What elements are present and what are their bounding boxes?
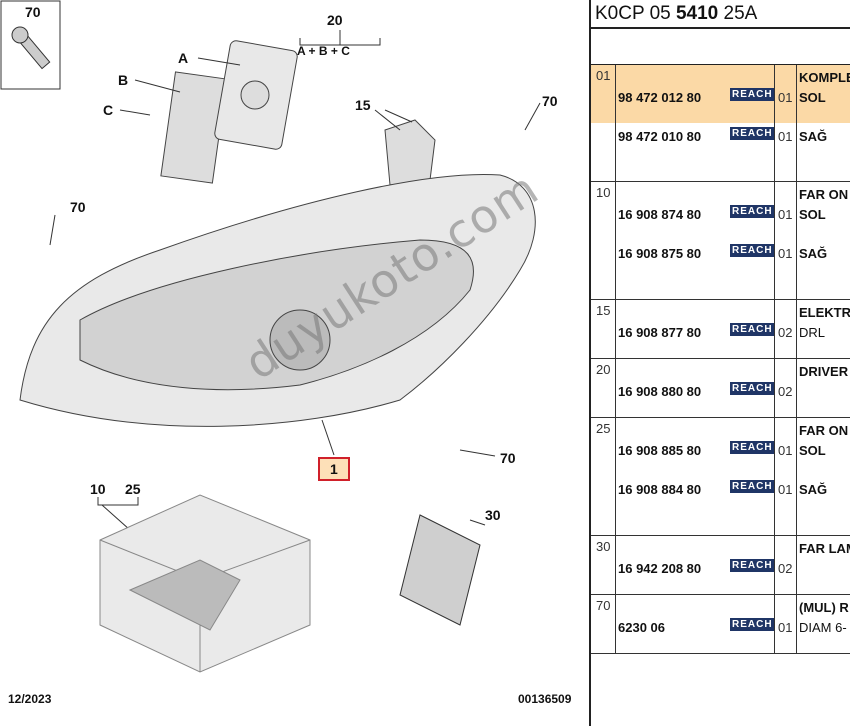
reach-badge: REACH (730, 480, 775, 493)
quantity: 01 (778, 90, 793, 105)
quantity: 01 (778, 129, 793, 144)
callout-20[interactable]: 20 (327, 12, 343, 28)
table-row[interactable]: 16 942 208 80 REACH 02 (591, 559, 850, 581)
callout-10[interactable]: 10 (90, 481, 106, 497)
part-reference[interactable]: 16 908 874 80 (618, 207, 702, 222)
part-title: FAR ON (799, 187, 849, 202)
position-number: 10 (596, 185, 611, 200)
quantity: 01 (778, 482, 793, 497)
position-number: 30 (596, 539, 611, 554)
quantity: 01 (778, 207, 793, 222)
table-row[interactable]: 16 908 875 80 REACH 01 SAĞ (591, 244, 850, 266)
table-row[interactable]: 16 908 884 80 REACH 01 SAĞ (591, 480, 850, 502)
part-group-30: 30 16 942 208 80 REACH 02 FAR LAM (591, 536, 850, 595)
position-number: 15 (596, 303, 611, 318)
part-title: ELEKTR (799, 305, 850, 320)
part-title: KOMPLE (799, 70, 850, 85)
part-reference[interactable]: 16 908 884 80 (618, 482, 702, 497)
callout-1[interactable]: 1 (318, 457, 350, 481)
part-group-20: 20 16 908 880 80 REACH 02 DRIVER (591, 359, 850, 418)
quantity: 02 (778, 384, 793, 399)
part-reference[interactable]: 16 942 208 80 (618, 561, 702, 576)
repair-kit-box (99, 494, 311, 673)
reach-badge: REACH (730, 382, 775, 395)
table-row[interactable]: 16 908 877 80 REACH 02 DRL (591, 323, 850, 345)
part-group-70: 70 6230 06 REACH 01 DIAM 6- (MUL) R (591, 595, 850, 654)
part-description: SOL (799, 207, 826, 222)
callout-30[interactable]: 30 (485, 507, 501, 523)
table-row[interactable]: 6230 06 REACH 01 DIAM 6- (591, 618, 850, 640)
callout-70[interactable]: 70 (25, 4, 41, 20)
table-row[interactable]: 98 472 010 80 REACH 01 SAĞ (591, 127, 850, 149)
reach-badge: REACH (730, 244, 775, 257)
screw-inset-box (0, 0, 61, 90)
reach-badge: REACH (730, 441, 775, 454)
headlamp-body (19, 173, 536, 427)
diagram-date: 12/2023 (8, 692, 52, 706)
reach-badge: REACH (730, 323, 775, 336)
callout-70[interactable]: 70 (542, 93, 558, 109)
reach-badge: REACH (730, 205, 775, 218)
part-title: DRIVER (799, 364, 849, 379)
part-reference[interactable]: 98 472 012 80 (618, 90, 702, 105)
callout-b[interactable]: B (118, 72, 129, 88)
reach-badge: REACH (730, 618, 775, 631)
reach-badge: REACH (730, 559, 775, 572)
lamp-cover-icon (399, 514, 481, 626)
table-row[interactable]: 98 472 012 80 REACH 01 SOL (591, 88, 850, 110)
parts-diagram: 70 20 A + B + C A B C 15 70 70 70 1 10 2… (0, 0, 572, 706)
position-number: 20 (596, 362, 611, 377)
part-title: FAR ON (799, 423, 849, 438)
catalog-title: K0CP 05 5410 25A (595, 3, 758, 24)
divider (591, 27, 850, 29)
callout-15[interactable]: 15 (355, 97, 371, 113)
position-number: 70 (596, 598, 611, 613)
part-description: DIAM 6- (799, 620, 847, 635)
table-row[interactable]: 16 908 880 80 REACH 02 (591, 382, 850, 404)
callout-70[interactable]: 70 (500, 450, 516, 466)
callout-25[interactable]: 25 (125, 481, 141, 497)
reach-badge: REACH (730, 88, 775, 101)
callout-70[interactable]: 70 (70, 199, 86, 215)
part-description: DRL (799, 325, 826, 340)
part-reference[interactable]: 98 472 010 80 (618, 129, 702, 144)
part-description: SOL (799, 443, 826, 458)
table-row[interactable]: 16 908 874 80 REACH 01 SOL (591, 205, 850, 227)
callout-c[interactable]: C (103, 102, 114, 118)
part-description: SAĞ (799, 482, 828, 497)
diagram-code: 00136509 (518, 692, 572, 706)
driver-module-icon (160, 40, 298, 184)
part-reference[interactable]: 16 908 885 80 (618, 443, 702, 458)
callout-a[interactable]: A (178, 50, 189, 66)
part-title: (MUL) R (799, 600, 849, 615)
part-title: FAR LAM (799, 541, 850, 556)
quantity: 01 (778, 620, 793, 635)
part-reference[interactable]: 16 908 880 80 (618, 384, 702, 399)
headlamp-illustration (0, 0, 541, 673)
part-group-25: 25 16 908 885 80 REACH 01 SOL FAR ON 16 90… (591, 418, 850, 536)
table-row[interactable]: 16 908 885 80 REACH 01 SOL (591, 441, 850, 463)
part-description: SAĞ (799, 246, 828, 261)
part-description: SOL (799, 90, 826, 105)
position-number: 01 (596, 68, 611, 83)
parts-table-panel: K0CP 05 5410 25A 01 98 472 012 80 REACH … (589, 0, 850, 726)
reach-badge: REACH (730, 127, 775, 140)
part-reference[interactable]: 6230 06 (618, 620, 665, 635)
quantity: 02 (778, 325, 793, 340)
screw-icon (11, 26, 51, 70)
quantity: 01 (778, 443, 793, 458)
part-group-15: 15 16 908 877 80 REACH 02 DRL ELEKTR (591, 300, 850, 359)
part-reference[interactable]: 16 908 875 80 (618, 246, 702, 261)
part-description: SAĞ (799, 129, 828, 144)
drl-module-icon (384, 119, 436, 186)
part-reference[interactable]: 16 908 877 80 (618, 325, 702, 340)
quantity: 01 (778, 246, 793, 261)
quantity: 02 (778, 561, 793, 576)
part-group-10: 10 16 908 874 80 REACH 01 SOL FAR ON 16 90… (591, 182, 850, 300)
callout-20-subtitle: A + B + C (297, 44, 350, 58)
position-number: 25 (596, 421, 611, 436)
